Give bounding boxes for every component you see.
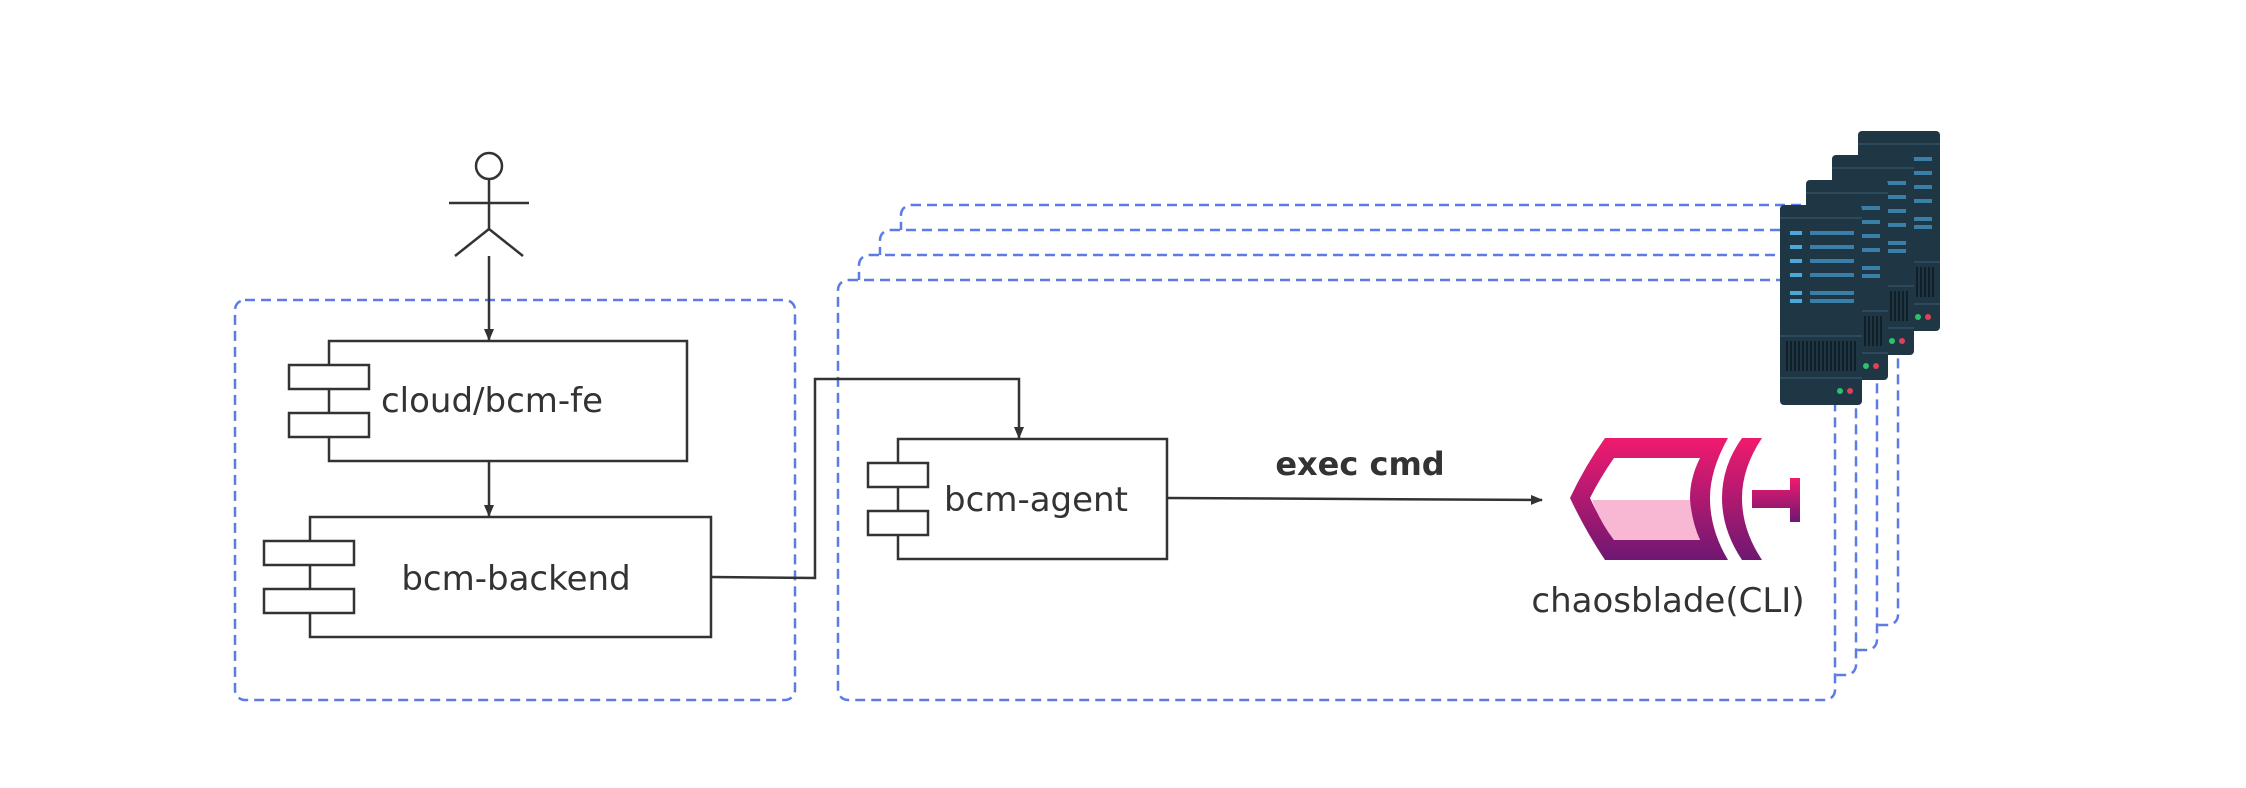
component-fe: cloud/bcm-fe [287, 339, 689, 463]
user-actor-icon [449, 151, 529, 257]
platform-frame [233, 298, 797, 702]
edge-agent-to-cli-label: exec cmd [1275, 445, 1444, 483]
component-fe-label: cloud/bcm-fe [381, 381, 603, 421]
component-backend: bcm-backend [262, 515, 713, 639]
node-frame [836, 278, 1837, 702]
edge-agent-to-cli [1166, 494, 1543, 505]
component-backend-label: bcm-backend [401, 559, 630, 599]
component-agent: bcm-agent [866, 437, 1169, 561]
component-agent-label: bcm-agent [944, 480, 1128, 520]
server-rack-icon [1780, 131, 1940, 405]
chaosblade-label: chaosblade(CLI) [1531, 581, 1804, 621]
edge-backend-to-agent [710, 377, 1024, 580]
chaosblade-logo-icon [1570, 438, 1800, 560]
